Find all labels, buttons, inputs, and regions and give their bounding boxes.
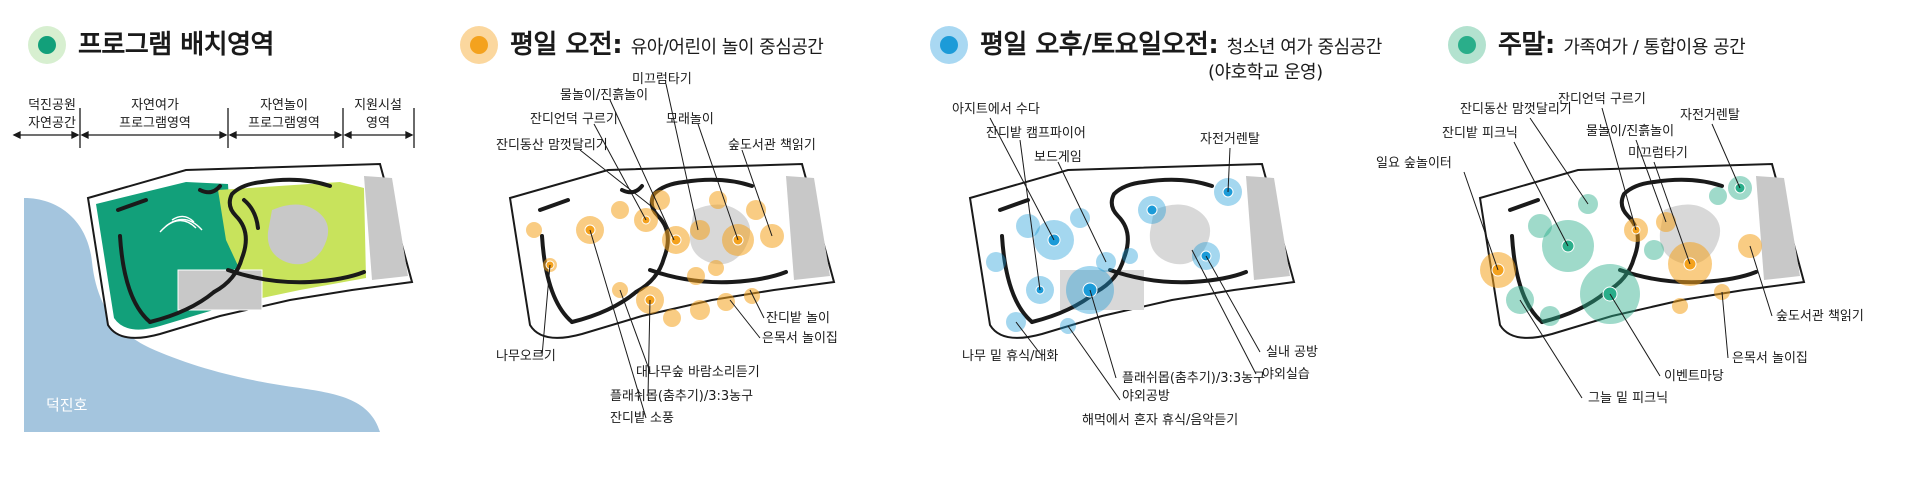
label-water-mud-play: 물놀이/진흙놀이	[1586, 124, 1674, 139]
program-zones-map: 덕진공원 자연공간 자연여가 프로그램영역 자연놀이 프로그램영역 지원시설 영…	[12, 98, 415, 432]
weekday-afternoon-title: 평일 오후/토요일오전: 청소년 여가 중심공간	[980, 26, 1382, 67]
label-osmanthus-playhouse: 은목서 놀이집	[762, 331, 838, 346]
zone-label-3a: 자연놀이	[260, 98, 308, 113]
label-indoor-workshop: 실내 공방	[1266, 345, 1318, 360]
panel-weekend: 주말: 가족여가 / 통합이용 공간	[1376, 0, 1910, 482]
label-slide: 미끄럼타기	[1628, 146, 1688, 161]
label-event-plaza: 이벤트마당	[1664, 369, 1724, 384]
play-structure-blob	[1149, 204, 1211, 265]
weekend-title: 주말: 가족여가 / 통합이용 공간	[1498, 26, 1746, 67]
label-campfire: 잔디밭 캠프파이어	[986, 126, 1086, 141]
label-bicycle-rental: 자전거렌탈	[1200, 132, 1260, 147]
leader-lines	[1463, 107, 1773, 399]
lake-label: 덕진호	[46, 396, 88, 414]
label-hideout-chat: 아지트에서 수다	[952, 102, 1040, 117]
zone-label-3b: 프로그램영역	[248, 116, 320, 131]
label-grass-hill-rolling: 잔디언덕 구르기	[530, 112, 618, 127]
label-water-mud-play: 물놀이/진흙놀이	[560, 88, 648, 103]
orange-legend-icon	[460, 26, 498, 64]
label-bamboo-wind: 대나무숲 바람소리듣기	[636, 365, 760, 380]
label-slide: 미끄럼타기	[632, 72, 692, 87]
weekday-morning-map: 물놀이/진흙놀이 미끄럼타기 잔디언덕 구르기 모래놀이 잔디동산 맘껏달리기 …	[496, 72, 838, 426]
support-facility-zone	[1756, 176, 1800, 280]
program-zones-title: 프로그램 배치영역	[78, 30, 274, 60]
teal-legend-icon	[1448, 26, 1486, 64]
label-tree-climbing: 나무오르기	[496, 349, 556, 364]
label-grass-hill-rolling: 잔디언덕 구르기	[1558, 92, 1646, 107]
play-structure-blob	[267, 204, 329, 265]
park-paths	[116, 177, 366, 324]
zone-label-4a: 지원시설	[354, 98, 402, 113]
green-legend-icon	[28, 26, 66, 64]
panel-program-zones: 프로그램 배치영역 덕진공원 자연공간 자연여가 프로그램영역 자연놀이 프로그…	[0, 0, 440, 482]
weekend-title-main: 주말:	[1498, 30, 1555, 60]
panel-weekday-morning: 평일 오전: 유아/어린이 놀이 중심공간	[460, 0, 920, 482]
label-lawn-picnic: 잔디밭 피크닉	[1442, 126, 1518, 141]
park-paths	[538, 177, 788, 324]
weekend-subtitle: 가족여가 / 통합이용 공간	[1563, 37, 1746, 58]
support-facility-zone	[786, 176, 830, 280]
label-forest-library: 숲도서관 책읽기	[1776, 309, 1864, 324]
label-grass-hill-running: 잔디동산 맘껏달리기	[496, 138, 608, 153]
weekday-morning-subtitle: 유아/어린이 놀이 중심공간	[630, 37, 824, 58]
label-hammock-rest: 해먹에서 혼자 휴식/음악듣기	[1082, 413, 1238, 428]
leader-lines	[989, 117, 1261, 401]
zone-label-1b: 자연공간	[28, 116, 76, 131]
label-board-game: 보드게임	[1034, 150, 1082, 165]
park-outline	[968, 162, 1296, 339]
label-shade-picnic: 그늘 밑 피크닉	[1588, 391, 1668, 406]
label-tree-rest: 나무 밑 휴식/대화	[962, 349, 1058, 364]
label-flashmob-basketball: 플래쉬몹(춤추기)/3:3농구	[610, 389, 753, 404]
label-sand-play: 모래놀이	[666, 112, 714, 127]
zone-label-2a: 자연여가	[131, 98, 179, 113]
blue-activity-centers	[1035, 186, 1234, 298]
zone-divider-marks	[12, 108, 415, 148]
weekday-afternoon-title-main: 평일 오후/토요일오전:	[980, 30, 1219, 60]
label-outdoor-workshop: 야외공방	[1122, 389, 1170, 404]
hill-arcs	[159, 215, 203, 233]
label-flashmob-basketball: 플래쉬몹(춤추기)/3:3농구	[1122, 371, 1265, 386]
weekend-map: 잔디동산 맘껏달리기 잔디언덕 구르기 잔디밭 피크닉 물놀이/진흙놀이 자전거…	[1376, 92, 1864, 406]
leader-lines	[541, 83, 773, 419]
label-forest-library: 숲도서관 책읽기	[728, 138, 816, 153]
weekday-morning-title: 평일 오전: 유아/어린이 놀이 중심공간	[510, 26, 824, 67]
weekday-morning-title-main: 평일 오전:	[510, 30, 623, 60]
weekday-afternoon-subtitle-2: (야호학교 운영)	[1208, 62, 1323, 83]
zone-label-4b: 영역	[366, 116, 390, 131]
zone-label-1a: 덕진공원	[28, 98, 76, 113]
lake-shape	[24, 198, 380, 432]
label-lawn-picnic: 잔디밭 소풍	[610, 411, 674, 426]
weekday-afternoon-subtitle: 청소년 여가 중심공간	[1226, 37, 1382, 58]
label-sunday-forest-play: 일요 숲놀이터	[1376, 156, 1452, 171]
weekday-afternoon-map: 아지트에서 수다 잔디밭 캠프파이어 보드게임 자전거렌탈 나무 밑 휴식/대화…	[952, 102, 1318, 428]
label-bicycle-rental: 자전거렌탈	[1680, 108, 1740, 123]
support-facility-zone	[364, 176, 408, 280]
label-outdoor-practice: 야외실습	[1262, 367, 1310, 382]
label-osmanthus-playhouse: 은목서 놀이집	[1732, 351, 1808, 366]
support-facility-zone	[1246, 176, 1290, 280]
panel-weekday-afternoon: 평일 오후/토요일오전: 청소년 여가 중심공간 (야호학교 운영)	[930, 0, 1400, 482]
blue-legend-icon	[930, 26, 968, 64]
label-grass-hill-running: 잔디동산 맘껏달리기	[1460, 102, 1572, 117]
label-lawn-play: 잔디밭 놀이	[766, 311, 830, 326]
zone-label-2b: 프로그램영역	[119, 116, 191, 131]
